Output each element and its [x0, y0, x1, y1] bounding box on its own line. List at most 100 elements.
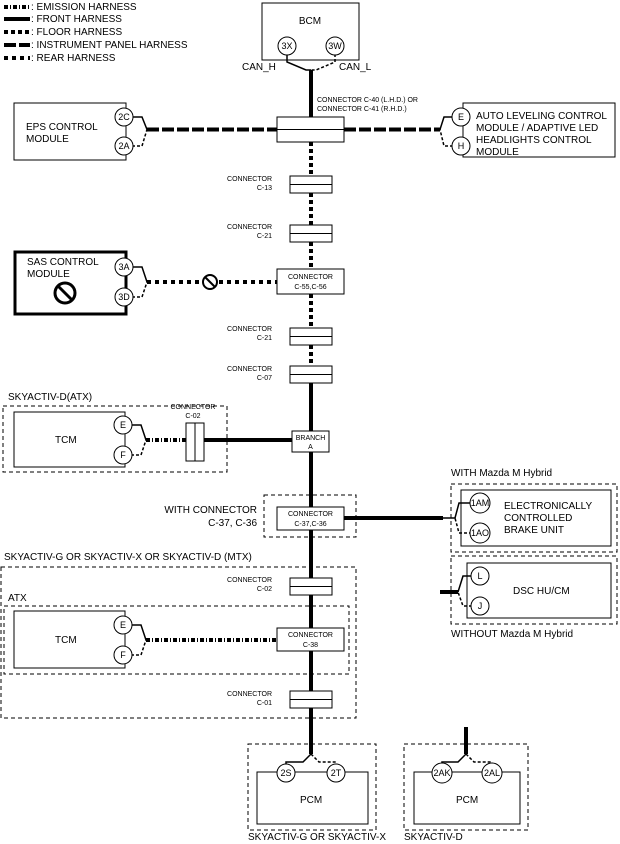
skyactiv-g-group-title: SKYACTIV-G OR SKYACTIV-X OR SKYACTIV-D (…	[4, 552, 252, 563]
pcm-d-box	[413, 771, 521, 825]
svg-text:2S: 2S	[280, 768, 291, 778]
tcm-upper-pin-e	[113, 415, 133, 435]
svg-text:C-02: C-02	[185, 413, 200, 420]
skyactiv-d-atx-title: SKYACTIV-D(ATX)	[8, 392, 92, 403]
tcm-upper-box	[13, 411, 126, 468]
legend-label-rear: : REAR HARNESS	[31, 53, 116, 64]
legend-label-ip: : INSTRUMENT PANEL HARNESS	[31, 40, 188, 51]
tcm-upper-title: TCM	[55, 435, 77, 446]
auto-leveling-title-4: MODULE	[476, 147, 519, 158]
tcm-upper-pin-f	[113, 445, 133, 465]
connector-c07: CONNECTOR C-07	[227, 365, 333, 384]
tcm-lower-pin-e	[113, 615, 133, 635]
sas-title-2: MODULE	[27, 269, 70, 280]
bcm-can-h-label: CAN_H	[242, 62, 276, 73]
dsc-footer: WITHOUT Mazda M Hybrid	[451, 629, 573, 640]
wire-bcm-can-l	[311, 54, 336, 71]
svg-text:A: A	[308, 444, 313, 451]
svg-text:CONNECTOR: CONNECTOR	[288, 632, 333, 639]
eps-pin-2c	[114, 107, 134, 127]
dsc-pin-l	[470, 566, 490, 586]
svg-text:H: H	[458, 141, 465, 151]
svg-text:J: J	[478, 601, 483, 611]
pcm-skyactiv-d: PCM 2AK 2AL SKYACTIV-D	[403, 727, 529, 843]
svg-text:C-01: C-01	[257, 700, 272, 707]
svg-text:2AK: 2AK	[433, 768, 450, 778]
bcm-can-l-label: CAN_L	[339, 62, 372, 73]
pcm-skyactiv-g-x: PCM 2S 2T SKYACTIV-G OR SKYACTIV-X	[247, 743, 386, 843]
svg-text:E: E	[120, 420, 126, 430]
svg-text:C-07: C-07	[257, 375, 272, 382]
eps-title-1: EPS CONTROL	[26, 122, 98, 133]
auto-leveling-module: AUTO LEVELING CONTROL MODULE / ADAPTIVE …	[439, 102, 616, 158]
svg-text:CONNECTOR: CONNECTOR	[171, 404, 216, 411]
svg-text:C-13: C-13	[257, 185, 272, 192]
svg-text:3D: 3D	[118, 292, 130, 302]
main-connector-label-2: CONNECTOR C-41 (R.H.D.)	[317, 106, 407, 113]
dsc-title: DSC HU/CM	[513, 586, 570, 597]
bcm-title: BCM	[299, 16, 321, 27]
connector-c38	[276, 627, 345, 652]
auto-leveling-pin-h	[451, 136, 471, 156]
with-connector-c37-c36: WITH CONNECTOR C-37, C-36 CONNECTOR C-37…	[164, 494, 357, 538]
svg-text:CONNECTOR: CONNECTOR	[227, 577, 272, 584]
legend-label-floor: : FLOOR HARNESS	[31, 27, 122, 38]
auto-leveling-title-1: AUTO LEVELING CONTROL	[476, 111, 607, 122]
connector-c02: CONNECTOR C-02	[227, 577, 333, 596]
svg-text:ELECTRONICALLY: ELECTRONICALLY	[504, 501, 593, 512]
svg-text:BRANCH: BRANCH	[296, 435, 326, 442]
svg-text:2C: 2C	[118, 112, 130, 122]
wire-bcm-can-h	[286, 54, 311, 71]
bcm-pin-3w	[325, 36, 345, 56]
svg-text:2A: 2A	[118, 141, 129, 151]
connector-c55-c56: CONNECTOR C-55,C-56	[276, 268, 345, 295]
dsc-hu-cm-group: DSC HU/CM L J WITHOUT Mazda M Hybrid	[440, 555, 618, 640]
auto-leveling-title-2: MODULE / ADAPTIVE LED	[476, 123, 598, 134]
skyactiv-d-atx-group: SKYACTIV-D(ATX) CONNECTOR C-02 TCM E F	[2, 392, 292, 473]
svg-text:C-21: C-21	[257, 335, 272, 342]
svg-text:WITH CONNECTOR: WITH CONNECTOR	[164, 505, 257, 516]
svg-text:F: F	[120, 450, 126, 460]
sas-pin-3d	[114, 287, 134, 307]
eps-title-2: MODULE	[26, 134, 69, 145]
prohibited-icon-small	[202, 274, 218, 290]
svg-text:BRAKE UNIT: BRAKE UNIT	[504, 525, 564, 536]
legend: : EMISSION HARNESS : FRONT HARNESS : FLO…	[4, 2, 188, 64]
pcm-d-footer: SKYACTIV-D	[404, 832, 463, 843]
svg-text:2AL: 2AL	[484, 768, 500, 778]
branch-a: BRANCH A	[291, 430, 330, 453]
brake-unit-pin-1ao	[469, 522, 491, 544]
dsc-pin-j	[470, 596, 490, 616]
skyactiv-g-x-d-mtx-group: SKYACTIV-G OR SKYACTIV-X OR SKYACTIV-D (…	[0, 552, 357, 719]
pcm-d-pin-2ak	[431, 762, 453, 784]
hybrid-title: WITH Mazda M Hybrid	[451, 468, 552, 479]
brake-unit-pin-1am	[469, 492, 491, 514]
eps-pin-2a	[114, 136, 134, 156]
svg-text:CONTROLLED: CONTROLLED	[504, 513, 572, 524]
atx-group: ATX TCM E F CONNECTOR C-38	[3, 593, 350, 675]
svg-text:3A: 3A	[118, 262, 129, 272]
svg-text:CONNECTOR: CONNECTOR	[227, 176, 272, 183]
bcm-pin-3w-label: 3W	[328, 41, 342, 51]
svg-text:L: L	[477, 571, 482, 581]
connector-c21-upper: CONNECTOR C-21	[227, 224, 333, 243]
pcm-g-pin-2t	[326, 763, 346, 783]
tcm-lower-box	[13, 610, 126, 669]
pcm-d-pin-2al	[481, 762, 503, 784]
prohibited-icon	[53, 281, 77, 305]
bcm-pin-3x	[277, 36, 297, 56]
auto-leveling-title-3: HEADLIGHTS CONTROL	[476, 135, 592, 146]
main-connector-label-1: CONNECTOR C-40 (L.H.D.) OR	[317, 97, 418, 104]
svg-text:C-02: C-02	[257, 586, 272, 593]
svg-text:E: E	[458, 112, 464, 122]
svg-text:2T: 2T	[331, 768, 342, 778]
bcm-pin-3x-label: 3X	[281, 41, 292, 51]
tcm-lower-pin-f	[113, 645, 133, 665]
hybrid-brake-unit-group: WITH Mazda M Hybrid ELECTRONICALLY CONTR…	[443, 468, 618, 553]
atx-title: ATX	[8, 593, 27, 604]
sas-control-module: SAS CONTROL MODULE 3A 3D	[13, 250, 148, 316]
legend-label-front: : FRONT HARNESS	[31, 14, 122, 25]
pcm-g-footer: SKYACTIV-G OR SKYACTIV-X	[248, 832, 386, 843]
sas-title-1: SAS CONTROL	[27, 257, 99, 268]
